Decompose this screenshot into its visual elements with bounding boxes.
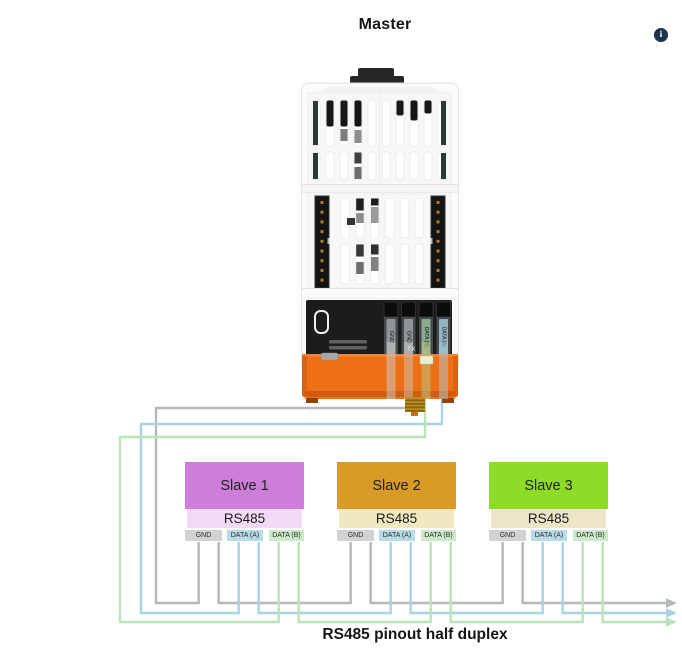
usb-port <box>314 310 329 334</box>
master-device: GND GND DATA (B) DATA (A) TX <box>301 68 459 416</box>
slave-3-protocol: RS485 <box>491 509 606 528</box>
terminal-gnd-2: GND <box>401 301 416 358</box>
slave-1: Slave 1 RS485 GND DATA (A) DATA (B) <box>185 462 304 542</box>
left-pin-header <box>314 195 330 289</box>
data-b-wire <box>118 396 667 624</box>
slave-3-pin-gnd: GND <box>489 530 526 541</box>
data-a-wire <box>139 394 667 615</box>
terminal-wire-ribbons <box>386 342 448 399</box>
upper-vents <box>307 87 452 186</box>
slave-2-pins: GND DATA (A) DATA (B) <box>337 530 456 542</box>
slave-1-pin-data-b: DATA (B) <box>269 530 304 541</box>
tx-led <box>419 355 434 365</box>
slave-2: Slave 2 RS485 GND DATA (A) DATA (B) <box>337 462 456 542</box>
slave-3: Slave 3 RS485 GND DATA (A) DATA (B) <box>489 462 608 542</box>
orange-base <box>302 352 458 403</box>
middle-section <box>307 193 452 289</box>
svg-text:DATA (B): DATA (B) <box>423 327 429 348</box>
data-a-arrow-icon <box>666 608 677 618</box>
gnd-wire <box>154 406 667 605</box>
svg-text:DATA (A): DATA (A) <box>441 327 447 348</box>
slave-2-pin-data-b: DATA (B) <box>421 530 456 541</box>
data-b-arrow-icon <box>666 617 677 627</box>
right-pin-header <box>430 195 446 289</box>
page-title: Master <box>358 16 412 33</box>
slave-2-pin-gnd: GND <box>337 530 374 541</box>
slave-2-title: Slave 2 <box>337 462 456 509</box>
tx-label: TX <box>407 346 416 353</box>
info-icon[interactable]: i <box>654 28 668 42</box>
slave-1-protocol: RS485 <box>187 509 302 528</box>
slave-1-pin-data-a: DATA (A) <box>227 530 263 541</box>
slave-3-pins: GND DATA (A) DATA (B) <box>489 530 608 542</box>
slave-1-pin-gnd: GND <box>185 530 222 541</box>
slave-3-title: Slave 3 <box>489 462 608 509</box>
svg-text:GND: GND <box>406 331 412 343</box>
slave-1-title: Slave 1 <box>185 462 304 509</box>
slave-2-pin-data-a: DATA (A) <box>379 530 415 541</box>
antenna-connector-icon <box>405 397 425 416</box>
slave-3-pin-data-b: DATA (B) <box>573 530 608 541</box>
diagram-caption: RS485 pinout half duplex <box>322 626 508 643</box>
gnd-arrow-icon <box>666 598 677 608</box>
svg-text:GND: GND <box>388 331 394 343</box>
slave-3-pin-data-a: DATA (A) <box>531 530 567 541</box>
slave-1-pins: GND DATA (A) DATA (B) <box>185 530 304 542</box>
slave-2-protocol: RS485 <box>339 509 454 528</box>
